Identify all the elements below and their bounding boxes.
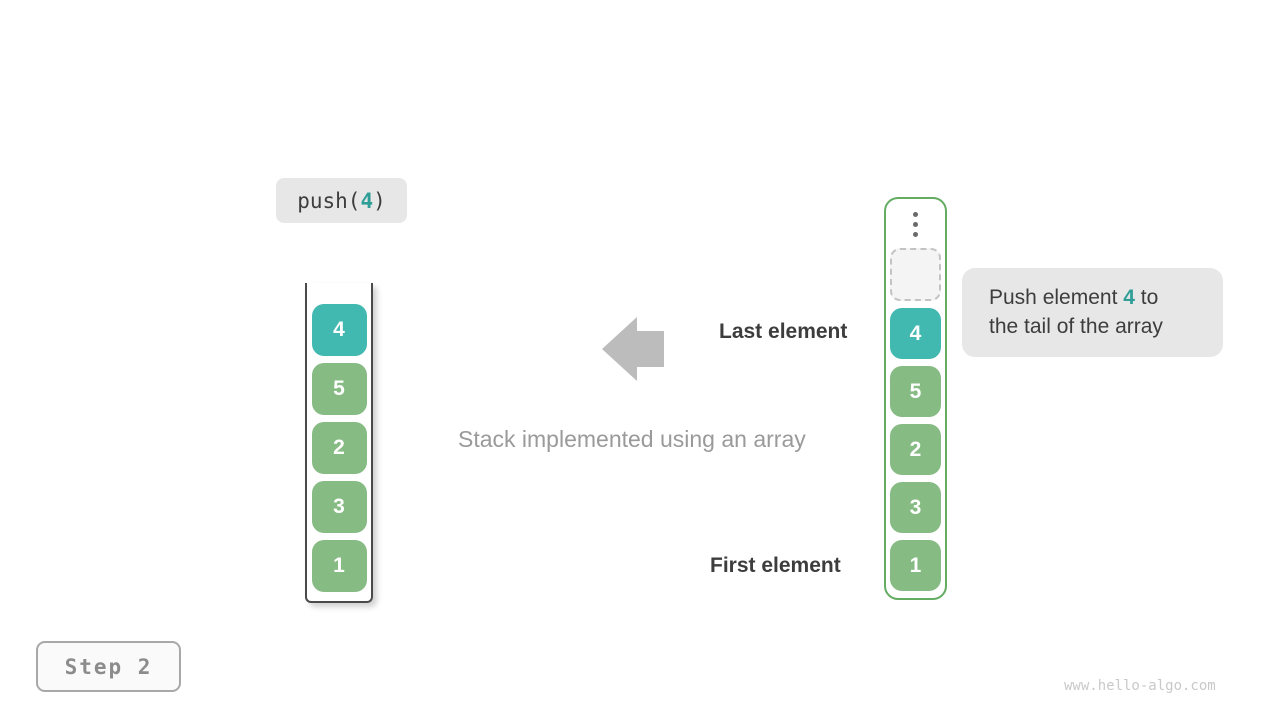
stack-item: 3 (311, 481, 367, 533)
annotation-line2: the tail of the array (989, 315, 1163, 338)
first-element-label: First element (710, 554, 841, 577)
empty-array-slot (890, 248, 941, 301)
annotation-bubble: Push element 4 to the tail of the array (962, 268, 1223, 357)
stack-item: 4 (890, 308, 941, 359)
diagram-caption: Stack implemented using an array (458, 426, 806, 452)
arrow-left-icon (602, 317, 664, 381)
stack-item: 3 (890, 482, 941, 533)
operation-suffix: ) (373, 188, 386, 213)
stack-container-left: 4 5 2 3 1 (305, 283, 373, 603)
last-element-label: Last element (719, 320, 848, 343)
watermark: www.hello-algo.com (1064, 678, 1216, 694)
stack-item: 5 (311, 363, 367, 415)
stack-item: 1 (311, 540, 367, 592)
annotation-line1-end: to (1134, 286, 1159, 309)
operation-argument: 4 (360, 188, 374, 213)
stack-item: 1 (890, 540, 941, 591)
step-badge: Step 2 (36, 641, 181, 692)
stack-item: 2 (311, 422, 367, 474)
operation-prefix: push( (297, 188, 361, 213)
ellipsis-vertical-icon (913, 212, 918, 237)
stack-item: 2 (890, 424, 941, 475)
stack-item: 5 (890, 366, 941, 417)
stack-item: 4 (311, 304, 367, 356)
operation-label: push(4) (276, 178, 407, 223)
annotation-line1: Push element (989, 286, 1124, 309)
stack-container-right: 4 5 2 3 1 (884, 197, 947, 600)
annotation-value: 4 (1123, 286, 1135, 309)
